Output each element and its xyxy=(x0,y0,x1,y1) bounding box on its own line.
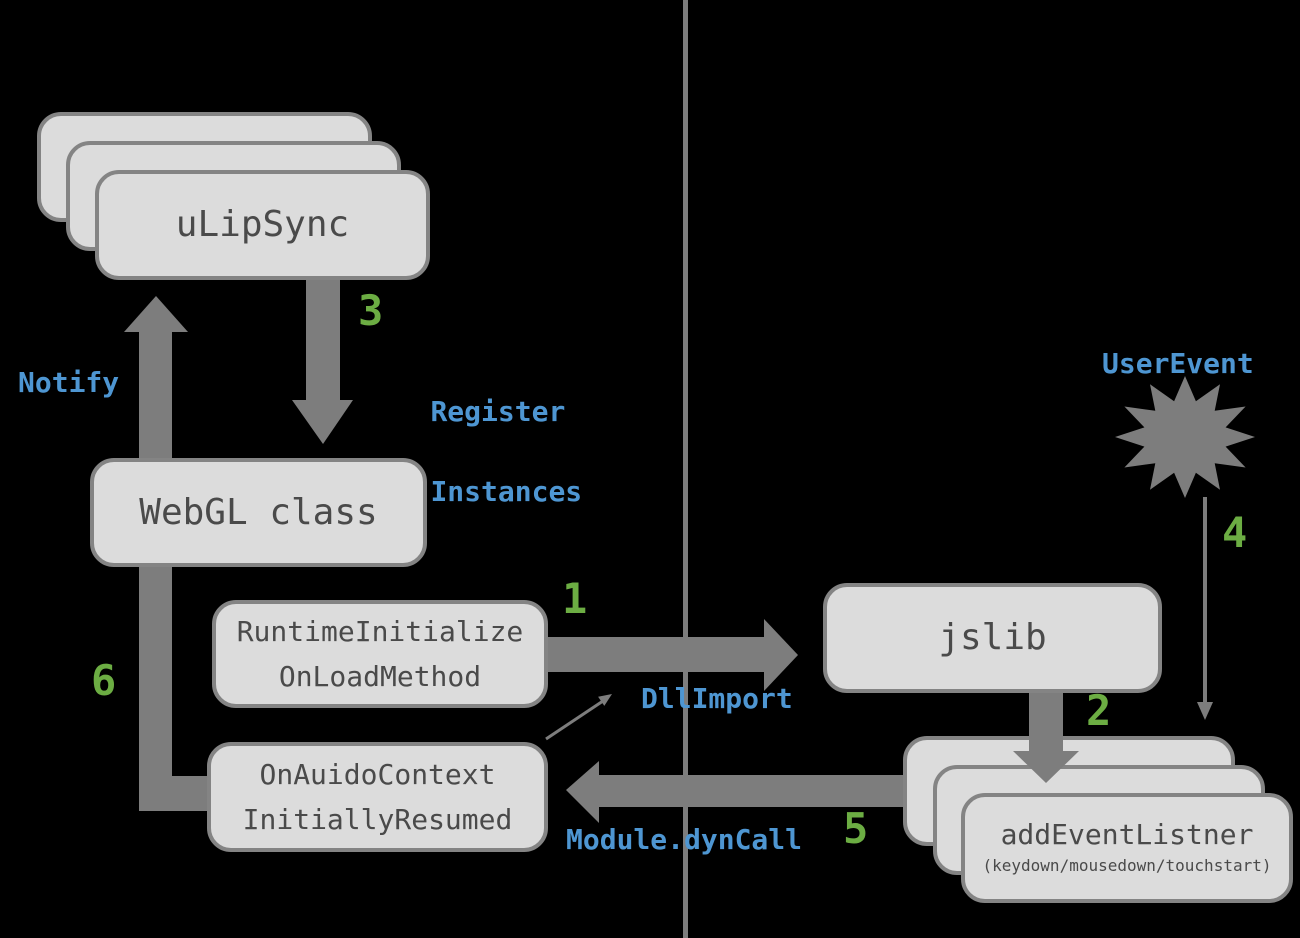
node-ulipsync: uLipSync xyxy=(95,170,430,280)
step-6-label: 6 xyxy=(91,656,117,705)
dllimport-arrow xyxy=(546,619,798,691)
divider-line xyxy=(683,0,688,938)
step-1-label: 1 xyxy=(562,574,588,623)
callback-thin-arrow xyxy=(545,694,612,741)
step-5-label: 5 xyxy=(843,804,869,853)
step-4-label: 4 xyxy=(1222,508,1248,557)
notify-label: Notify xyxy=(18,366,120,399)
node-jslib-label: jslib xyxy=(938,617,1047,658)
register-instances-line1: Register xyxy=(430,395,566,428)
node-on-audio-context: OnAuidoContext InitiallyResumed xyxy=(207,742,548,852)
register-instances-line2: Instances xyxy=(430,475,583,508)
user-event-arrow xyxy=(1197,497,1213,720)
node-on-audio-context-line1: OnAuidoContext xyxy=(259,758,496,791)
module-dyncall-label: Module.dynCall xyxy=(566,823,803,856)
node-webgl-class-label: WebGL class xyxy=(139,491,378,533)
user-event-label: UserEvent xyxy=(1102,347,1254,380)
register-instances-label: Register Instances xyxy=(363,352,582,552)
step-3-label: 3 xyxy=(358,286,384,335)
step6-connector xyxy=(139,776,208,811)
node-add-event-listener-sublabel: (keydown/mousedown/touchstart) xyxy=(982,856,1272,875)
node-runtime-initialize-line2: OnLoadMethod xyxy=(278,660,482,693)
step-2-label: 2 xyxy=(1086,686,1112,735)
node-webgl-class: WebGL class xyxy=(90,458,427,567)
node-add-event-listener: addEventListner (keydown/mousedown/touch… xyxy=(961,793,1293,903)
node-on-audio-context-line2: InitiallyResumed xyxy=(242,803,513,836)
node-runtime-initialize-line1: RuntimeInitialize xyxy=(236,615,524,648)
add-listener-arrow xyxy=(1013,693,1079,783)
notify-arrow xyxy=(124,296,188,811)
node-add-event-listener-label: addEventListner xyxy=(1000,818,1254,851)
register-instances-arrow xyxy=(292,278,353,444)
node-ulipsync-label: uLipSync xyxy=(175,204,350,245)
user-event-burst-icon xyxy=(1115,376,1255,498)
node-runtime-initialize: RuntimeInitialize OnLoadMethod xyxy=(212,600,548,708)
dllimport-label: DllImport xyxy=(641,682,793,715)
node-jslib: jslib xyxy=(823,583,1162,693)
